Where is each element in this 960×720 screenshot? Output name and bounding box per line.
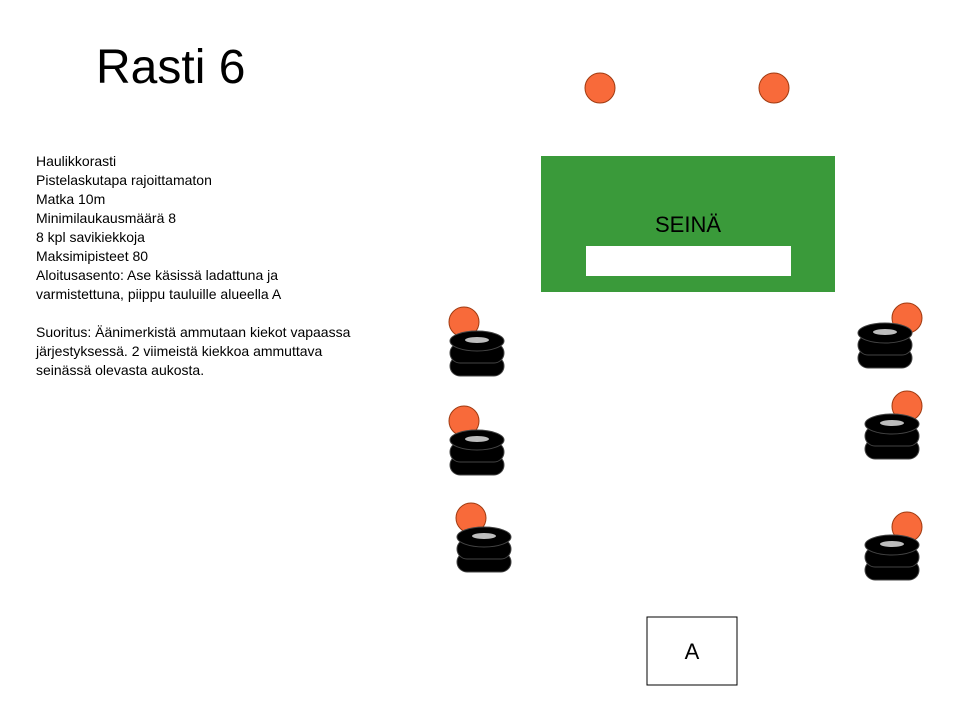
info-line: Haulikkorasti: [36, 153, 117, 169]
tire-stack: [449, 330, 505, 377]
info-line: Maksimipisteet 80: [36, 248, 149, 264]
wall-opening: [586, 246, 791, 276]
tire-stack: [449, 429, 505, 476]
suoritus-line: järjestyksessä. 2 viimeistä kiekkoa ammu…: [36, 343, 323, 359]
target-plate: [584, 72, 616, 104]
tire-stack: [864, 534, 920, 581]
target-plate: [758, 72, 790, 104]
shooting-area-a: [646, 616, 738, 686]
tire-stack: [864, 413, 920, 460]
info-line: varmistettuna, piippu tauluille alueella…: [36, 286, 282, 302]
info-line: 8 kpl savikiekkoja: [36, 229, 145, 245]
suoritus-line: seinässä olevasta aukosta.: [36, 362, 205, 378]
info-line: Minimilaukausmäärä 8: [36, 210, 177, 226]
suoritus-line: Suoritus: Äänimerkistä ammutaan kiekot v…: [36, 324, 351, 340]
tire-stack: [456, 526, 512, 573]
info-line: Pistelaskutapa rajoittamaton: [36, 172, 212, 188]
page-title: Rasti 6: [96, 41, 246, 94]
stage-description: Haulikkorasti Pistelaskutapa rajoittamat…: [36, 152, 436, 380]
tire-stack: [857, 322, 913, 369]
info-line: Aloitusasento: Ase käsissä ladattuna ja: [36, 267, 279, 283]
info-line: Matka 10m: [36, 191, 106, 207]
shooting-area-label: A: [685, 639, 700, 664]
wall-label: SEINÄ: [655, 212, 721, 237]
